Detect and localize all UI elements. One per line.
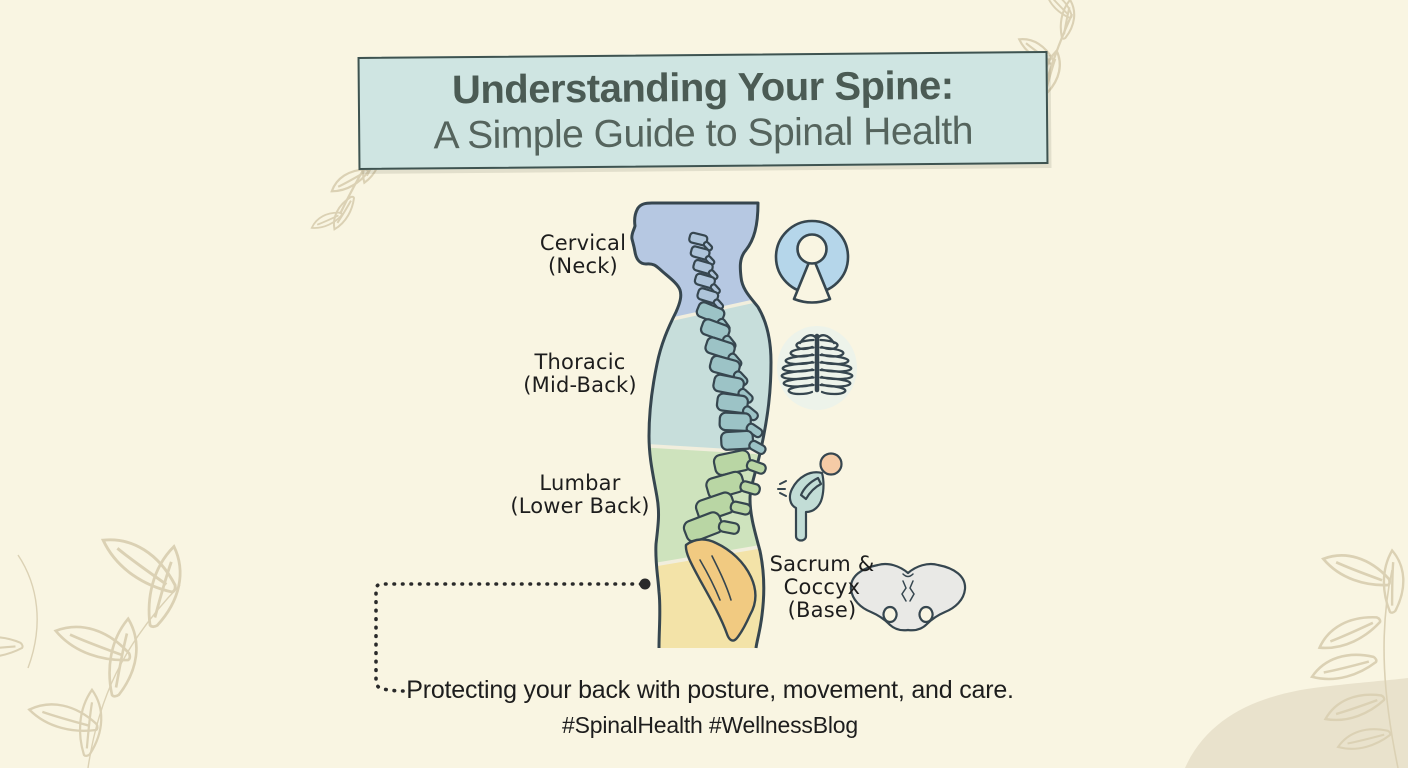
title-banner: Understanding Your Spine: A Simple Guide… <box>357 50 1049 171</box>
label-lumbar-sub: (Lower Back) <box>510 494 650 518</box>
label-sacrum-sub: (Base) <box>787 598 857 622</box>
label-sacrum-name: Sacrum & <box>769 552 875 576</box>
label-cervical-sub: (Neck) <box>548 254 618 278</box>
dotted-connector <box>374 578 651 693</box>
rib-line <box>819 383 847 396</box>
vertebra <box>692 258 719 281</box>
callout-line: Protecting your back with posture, movem… <box>406 676 1014 704</box>
vertebra <box>712 449 767 477</box>
leaf-decoration-bottom-left <box>0 527 206 768</box>
label-lumbar: Lumbar (Lower Back) <box>480 472 680 518</box>
vertebra <box>689 245 716 266</box>
vertebra <box>715 392 759 422</box>
vertebra <box>719 429 767 456</box>
label-thoracic: Thoracic (Mid-Back) <box>490 351 670 397</box>
neck-pillow-icon <box>774 219 850 304</box>
pelvis-icon <box>849 562 967 632</box>
pain-marks <box>777 480 787 497</box>
label-thoracic-sub: (Mid-Back) <box>523 373 637 397</box>
back-pain-person-icon <box>777 452 843 542</box>
title-line-2: A Simple Guide to Spinal Health <box>433 109 974 158</box>
callout-text: Protecting your back with posture, movem… <box>404 676 1016 739</box>
label-lumbar-name: Lumbar <box>539 471 621 495</box>
label-thoracic-name: Thoracic <box>534 350 626 374</box>
label-cervical-name: Cervical <box>539 231 627 255</box>
rib-cage-icon <box>777 326 857 410</box>
corner-blob <box>1185 678 1408 768</box>
torso-outline <box>630 201 773 649</box>
spine-column <box>682 231 767 543</box>
rib-line <box>787 383 815 396</box>
title-line-1: Understanding Your Spine: <box>451 63 954 113</box>
hashtags-text: #SpinalHealth #WellnessBlog <box>562 712 858 738</box>
label-cervical: Cervical (Neck) <box>503 232 663 278</box>
vertebra <box>688 231 714 252</box>
leaf-decoration-bottom-right <box>1310 535 1408 768</box>
vertebra <box>682 511 741 543</box>
connector-dot <box>639 578 651 590</box>
sacrum-bone <box>684 538 757 642</box>
label-sacrum: Sacrum & Coccyx (Base) <box>747 553 897 622</box>
label-sacrum-name2: Coccyx <box>783 575 861 599</box>
